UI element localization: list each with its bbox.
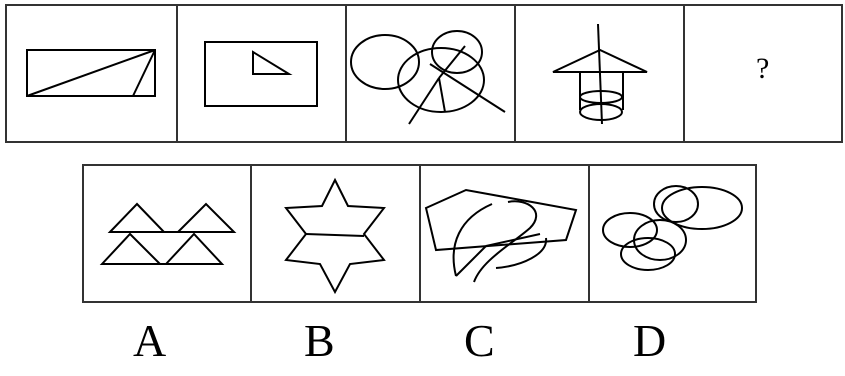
question-row xyxy=(5,4,843,144)
answer-row-svg xyxy=(82,164,757,304)
answer-row xyxy=(82,164,757,304)
question-row-frame xyxy=(6,5,842,142)
question-figure-2 xyxy=(205,42,317,106)
question-row-svg xyxy=(5,4,843,144)
option-c-label[interactable]: C xyxy=(464,318,495,364)
option-b-figure[interactable] xyxy=(286,180,384,292)
option-d-figure[interactable] xyxy=(603,186,742,270)
question-figure-3 xyxy=(351,31,505,124)
option-c-figure[interactable] xyxy=(426,190,576,282)
question-figure-1 xyxy=(27,50,155,96)
missing-figure-marker: ? xyxy=(756,52,769,86)
option-d-label[interactable]: D xyxy=(633,318,666,364)
option-b-label[interactable]: B xyxy=(304,318,335,364)
option-a-figure[interactable] xyxy=(102,204,234,264)
question-figure-4 xyxy=(553,24,647,124)
option-a-label[interactable]: A xyxy=(133,318,166,364)
